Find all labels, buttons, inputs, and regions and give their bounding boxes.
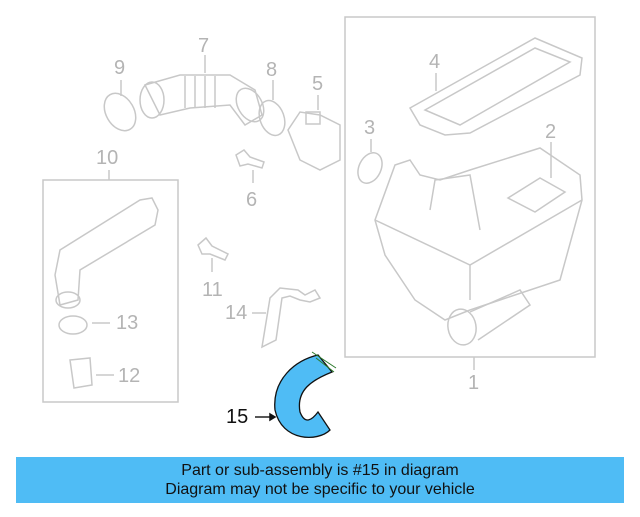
info-banner: Part or sub-assembly is #15 in diagram D… [16,457,624,503]
callout-2: 2 [545,121,557,143]
callout-3: 3 [364,117,376,139]
callout-14: 14 [225,302,248,324]
part-6-bolt [235,149,265,183]
callout-7: 7 [198,35,210,57]
callout-12: 12 [118,365,141,387]
part-5-sensor [287,95,341,171]
callout-15[interactable]: 15 [226,406,249,428]
part-9-clamp [103,80,137,132]
part-11-bolt [197,236,230,272]
banner-disclaimer: Diagram may not be specific to your vehi… [165,481,475,498]
part-4-cover [408,37,583,136]
callout-1: 1 [468,372,480,394]
part-3-gasket [357,152,383,184]
banner-part-reference: Part or sub-assembly is #15 in diagram [181,462,459,479]
part-14-tube [252,287,322,349]
callout-9: 9 [114,57,126,79]
part-1-airbox [374,147,583,346]
callout-5: 5 [312,73,324,95]
callout-10: 10 [96,147,119,169]
callout-8: 8 [266,59,278,81]
part-10-pipe [54,197,159,309]
part-15-hose-highlighted[interactable] [255,351,337,439]
part-13-clamp [58,315,110,335]
callout-4: 4 [429,51,441,73]
assembly-1-frame [344,16,596,358]
part-12-coupler [69,357,114,389]
assembly-10-frame [42,179,179,403]
part-7-duct [139,55,265,126]
part-2-element [506,142,567,213]
callout-11: 11 [202,279,223,301]
callout-6: 6 [246,189,258,211]
callout-13: 13 [116,312,139,334]
part-8-clamp [258,80,286,137]
